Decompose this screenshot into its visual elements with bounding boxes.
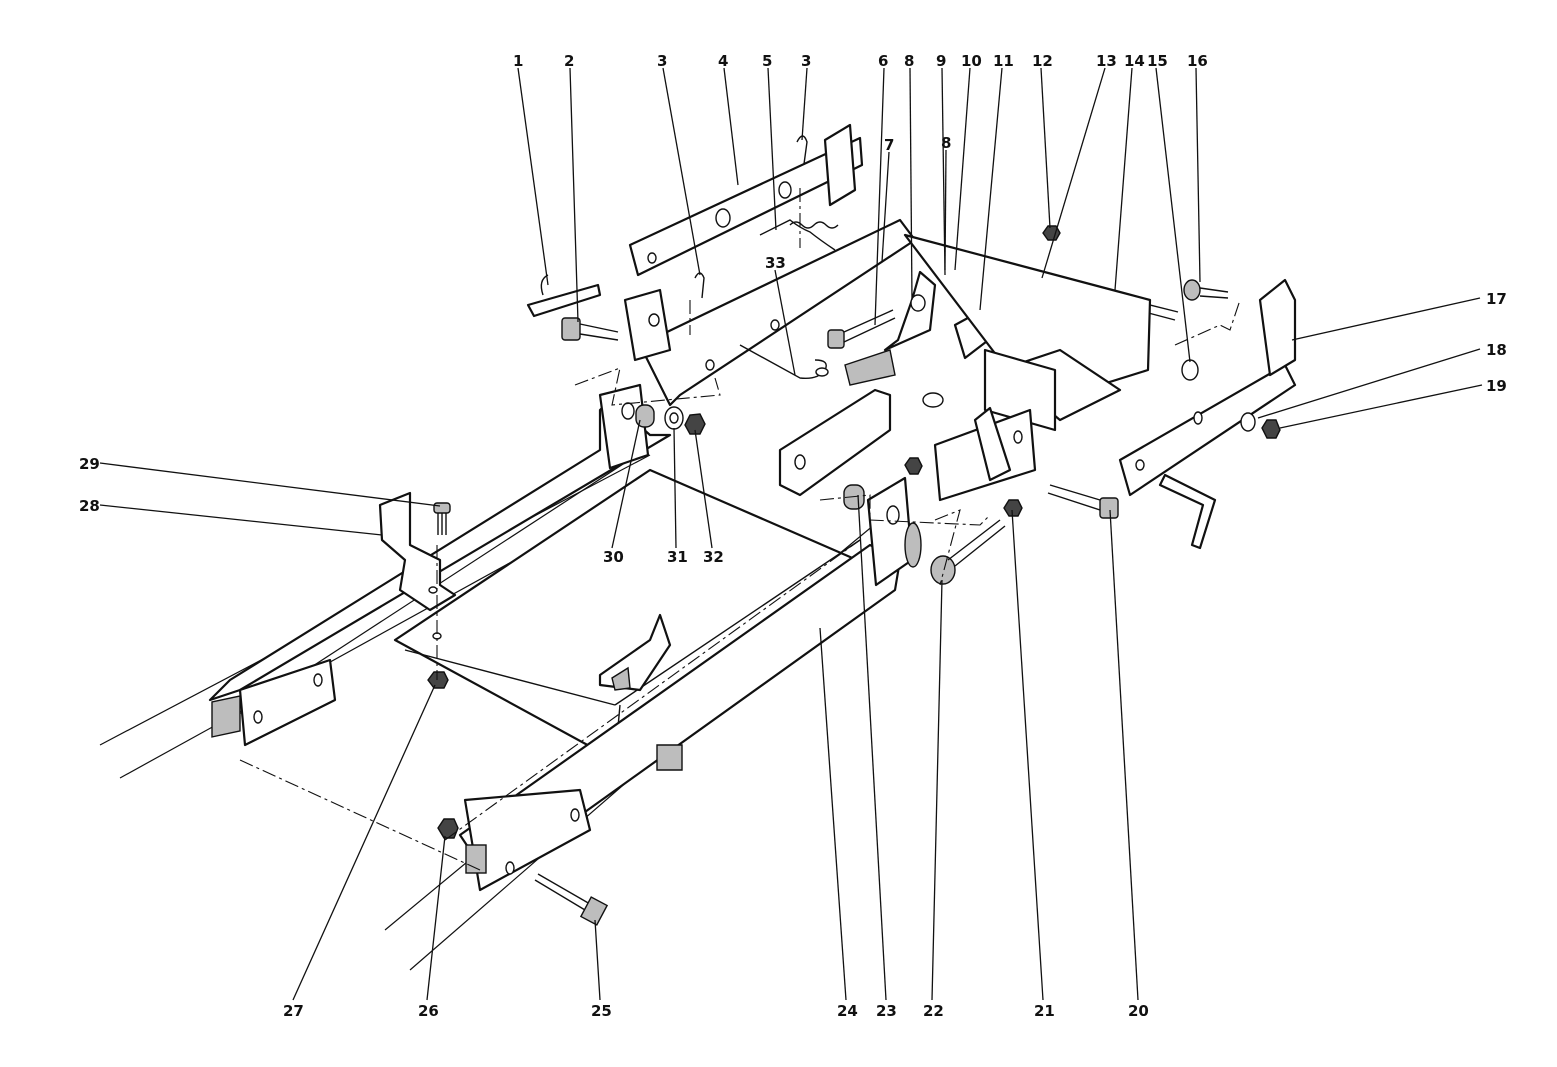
callout-6: 6 <box>878 52 888 70</box>
callout-17: 17 <box>1486 290 1507 308</box>
callout-8b: 8 <box>941 134 951 152</box>
frame-assembly <box>99 383 922 971</box>
callout-1: 1 <box>513 52 523 70</box>
callout-24: 24 <box>837 1002 858 1020</box>
callout-7: 7 <box>884 136 894 154</box>
callout-5: 5 <box>762 52 772 70</box>
callout-14: 14 <box>1124 52 1145 70</box>
callout-leaders <box>99 67 1483 1001</box>
callout-15: 15 <box>1147 52 1168 70</box>
callout-9: 9 <box>936 52 946 70</box>
callout-22: 22 <box>923 1002 944 1020</box>
callout-11: 11 <box>993 52 1014 70</box>
callout-20: 20 <box>1128 1002 1149 1020</box>
callout-3b: 3 <box>801 52 811 70</box>
callout-19: 19 <box>1486 377 1507 395</box>
callout-labels: 1 2 3 4 5 3 6 7 8 8 9 10 11 12 13 14 15 … <box>79 52 1507 1020</box>
callout-31: 31 <box>667 548 688 566</box>
callout-10: 10 <box>961 52 982 70</box>
callout-3: 3 <box>657 52 667 70</box>
callout-23: 23 <box>876 1002 897 1020</box>
callout-27: 27 <box>283 1002 304 1020</box>
callout-30: 30 <box>603 548 624 566</box>
callout-16: 16 <box>1187 52 1208 70</box>
callout-2: 2 <box>564 52 574 70</box>
callout-32: 32 <box>703 548 724 566</box>
callout-4: 4 <box>718 52 728 70</box>
callout-29: 29 <box>79 455 100 473</box>
callout-33: 33 <box>765 254 786 272</box>
callout-25: 25 <box>591 1002 612 1020</box>
callout-13: 13 <box>1096 52 1117 70</box>
callout-12: 12 <box>1032 52 1053 70</box>
callout-8: 8 <box>904 52 914 70</box>
callout-28: 28 <box>79 497 100 515</box>
callout-18: 18 <box>1486 341 1507 359</box>
callout-26: 26 <box>418 1002 439 1020</box>
hitch-assembly <box>239 123 1297 871</box>
callout-21: 21 <box>1034 1002 1055 1020</box>
